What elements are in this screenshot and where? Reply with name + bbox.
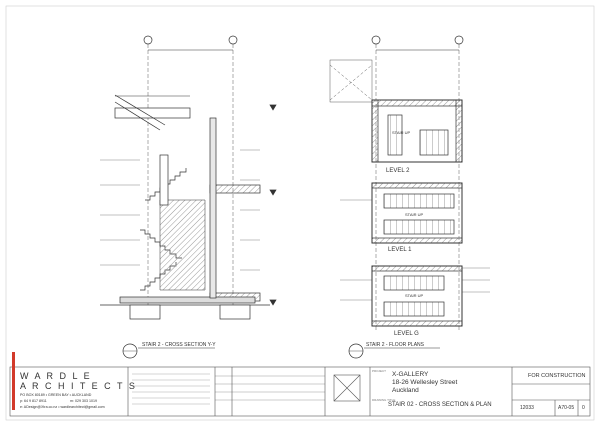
level-g-label: LEVEL G	[394, 331, 419, 337]
project-city: Auckland	[392, 387, 419, 394]
firm-name-line2: A R C H I T E C T S	[20, 381, 137, 391]
stair-up-label: STAIR UP	[405, 293, 424, 298]
firm-phone: p: 64 9 817 8911	[20, 399, 47, 403]
section-view-title: STAIR 2 - CROSS SECTION Y-Y	[142, 342, 216, 348]
sheet-border	[5, 5, 595, 421]
firm-name-line1: W A R D L E	[20, 371, 92, 381]
job-number: 12033	[520, 405, 534, 411]
firm-email: e: ADesign@Xtra.co.nz • wardlearchitect@…	[20, 405, 105, 409]
project-label: PROJECT	[372, 369, 387, 373]
grid-bubble	[143, 35, 153, 45]
grid-bubble	[228, 35, 238, 45]
revision-number: 0	[582, 405, 585, 411]
project-name: X-GALLERY	[392, 371, 429, 378]
status-text: FOR CONSTRUCTION	[528, 373, 586, 379]
stair-up-label: STAIR UP	[405, 212, 424, 217]
stair-up-label: STAIR UP	[392, 130, 411, 135]
firm-address: PO BOX 80189 • GREEN BAY • AUCKLAND	[20, 393, 92, 397]
drawing-title: STAIR 02 - CROSS SECTION & PLAN	[388, 402, 492, 408]
cross-section-view	[100, 35, 277, 359]
level-1-label: LEVEL 1	[388, 247, 412, 253]
sheet-number: A70-05	[558, 405, 575, 411]
level-2-label: LEVEL 2	[386, 168, 410, 174]
title-block	[9, 352, 591, 417]
firm-mobile: m: 029 303 1019	[70, 399, 97, 403]
project-address: 18-26 Wellesley Street	[392, 379, 458, 386]
drawing-title-label: DRAWING TITLE	[372, 398, 396, 402]
floor-plans-view	[329, 35, 490, 359]
plan-view-title: STAIR 2 - FLOOR PLANS	[366, 342, 424, 348]
